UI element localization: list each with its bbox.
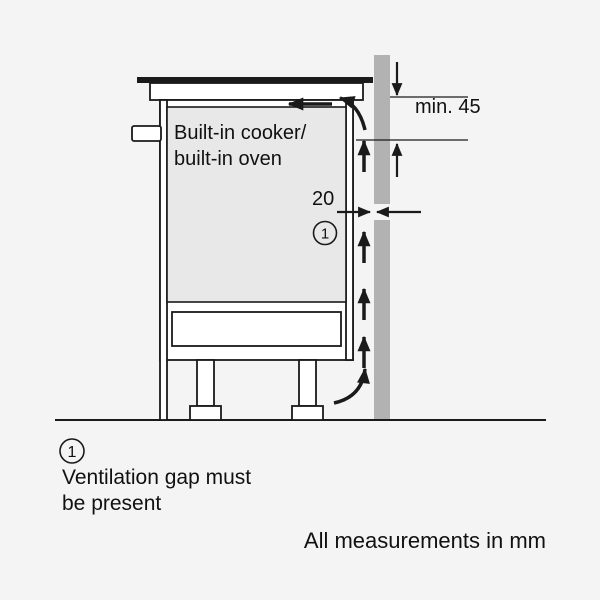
callout-1-marker: 1 bbox=[312, 220, 338, 246]
cabinet: Built-in cooker/ built-in oven bbox=[131, 99, 354, 421]
rear-gap-dimension-label: 20 bbox=[312, 188, 334, 210]
appliance-label-line1: Built-in cooker/ bbox=[174, 122, 307, 144]
cabinet-leg-left-foot bbox=[189, 405, 222, 421]
legend-callout-number: 1 bbox=[68, 444, 77, 461]
legend-callout-1-marker: 1 bbox=[59, 438, 85, 464]
curved-arrow-bottom-icon bbox=[333, 367, 370, 405]
cabinet-leg-right-foot bbox=[291, 405, 324, 421]
cabinet-leg-right bbox=[298, 359, 317, 407]
oven-cavity bbox=[166, 106, 347, 303]
worktop bbox=[149, 82, 364, 101]
legend-text-line2: be present bbox=[62, 492, 161, 515]
wall bbox=[374, 55, 390, 420]
callout-number: 1 bbox=[321, 226, 329, 243]
top-clearance-dimension: min. 45 bbox=[356, 62, 481, 177]
mounting-bracket bbox=[131, 125, 162, 142]
callout-circle bbox=[312, 220, 338, 246]
cabinet-side-panel-left bbox=[159, 99, 168, 421]
rear-gap-dimension: 20 1 bbox=[312, 188, 421, 246]
airflow-arrows bbox=[287, 96, 371, 405]
measurements-note: All measurements in mm bbox=[304, 528, 546, 553]
curved-arrow-top-icon bbox=[338, 96, 367, 131]
hob-glass bbox=[137, 77, 373, 83]
top-clearance-dimension-label: min. 45 bbox=[415, 96, 481, 118]
cabinet-side-panel-right bbox=[345, 99, 354, 361]
cabinet-leg-left bbox=[196, 359, 215, 407]
hob bbox=[137, 77, 373, 101]
drawer-front bbox=[171, 311, 342, 347]
legend-text-line1: Ventilation gap must bbox=[62, 466, 251, 489]
appliance-label-line2: built-in oven bbox=[174, 148, 282, 170]
legend-callout-circle bbox=[59, 438, 85, 464]
legend: 1 Ventilation gap must be present bbox=[59, 438, 251, 515]
